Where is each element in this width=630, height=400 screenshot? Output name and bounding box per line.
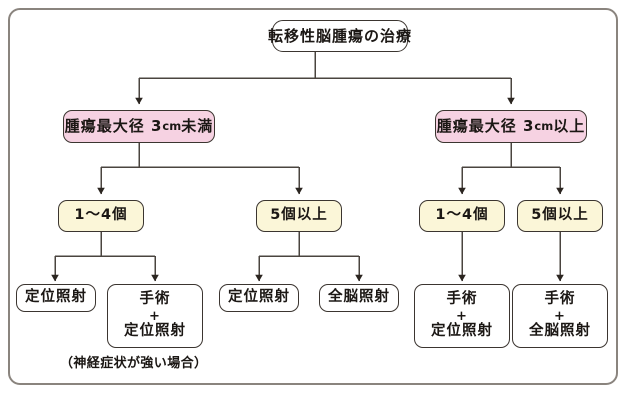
outer-frame: [8, 8, 618, 385]
node-tx-surgery-stereotactic-c-line1: 手術: [446, 290, 478, 307]
node-tx-surgery-stereotactic-c-line2: 定位照射: [431, 323, 493, 340]
node-count-1-4-left-label: 1〜4個: [74, 207, 128, 224]
node-tx-surgery-stereotactic-a-line1: 手術: [139, 290, 171, 307]
unit-cm: cm: [162, 119, 182, 134]
node-count-1-4-left[interactable]: 1〜4個: [58, 200, 144, 232]
node-tx-stereotactic-a[interactable]: 定位照射: [16, 284, 96, 312]
node-size-over-3cm-label: 腫瘍最大径 3cm以上: [437, 117, 586, 135]
node-tx-surgery-stereotactic-a-plus: +: [149, 308, 161, 324]
node-tx-surgery-stereotactic-a[interactable]: 手術 + 定位照射: [107, 284, 203, 348]
label-post: 以上: [553, 117, 586, 136]
label-pre: 腫瘍最大径 3: [436, 117, 535, 136]
node-tx-surgery-stereotactic-c[interactable]: 手術 + 定位照射: [414, 284, 510, 348]
node-tx-surgery-wholebrain-d-plus: +: [554, 308, 566, 324]
node-count-5plus-right[interactable]: 5個以上: [517, 200, 603, 232]
node-count-5plus-right-label: 5個以上: [531, 207, 589, 224]
node-root-label: 転移性脳腫瘍の治療: [268, 26, 413, 45]
node-size-under-3cm-label: 腫瘍最大径 3cm未満: [65, 117, 214, 135]
node-tx-surgery-stereotactic-a-line2: 定位照射: [124, 323, 186, 340]
caption-neuro-symptoms: （神経症状が強い場合）: [60, 356, 208, 371]
node-tx-stereotactic-b-line1: 定位照射: [228, 289, 290, 306]
node-root[interactable]: 転移性脳腫瘍の治療: [268, 20, 411, 52]
node-count-5plus-left-label: 5個以上: [270, 207, 328, 224]
node-size-over-3cm[interactable]: 腫瘍最大径 3cm以上: [435, 110, 587, 143]
node-count-1-4-right-label: 1〜4個: [435, 207, 489, 224]
node-tx-surgery-wholebrain-d-line2: 全脳照射: [529, 323, 591, 340]
node-tx-stereotactic-a-line1: 定位照射: [25, 289, 87, 306]
node-tx-wholebrain-b-line1: 全脳照射: [328, 289, 390, 306]
node-tx-surgery-wholebrain-d[interactable]: 手術 + 全脳照射: [512, 284, 608, 348]
label-post: 未満: [181, 117, 214, 136]
label-pre: 腫瘍最大径 3: [64, 117, 163, 136]
unit-cm: cm: [534, 119, 554, 134]
node-size-under-3cm[interactable]: 腫瘍最大径 3cm未満: [63, 110, 215, 143]
node-count-5plus-left[interactable]: 5個以上: [256, 200, 342, 232]
node-tx-wholebrain-b[interactable]: 全脳照射: [319, 284, 399, 312]
node-tx-surgery-wholebrain-d-line1: 手術: [544, 290, 576, 307]
node-count-1-4-right[interactable]: 1〜4個: [419, 200, 505, 232]
node-tx-surgery-stereotactic-c-plus: +: [456, 308, 468, 324]
node-tx-stereotactic-b[interactable]: 定位照射: [219, 284, 299, 312]
